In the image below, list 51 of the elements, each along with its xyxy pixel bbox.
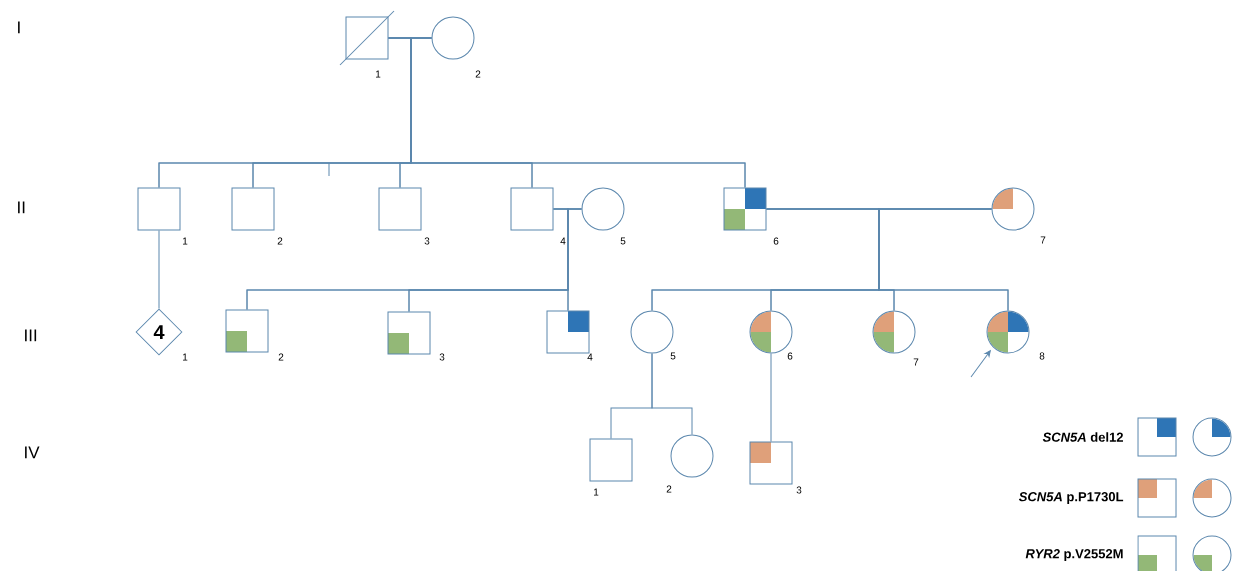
individual-number: 7	[1040, 236, 1046, 244]
male-symbol	[510, 187, 554, 231]
legend-text: SCN5A p.P1730L	[1018, 492, 1124, 504]
male-symbol	[231, 187, 275, 231]
male-symbol	[589, 438, 633, 482]
generation-label: III	[25, 329, 37, 342]
male-symbol	[378, 187, 422, 231]
female-symbol	[431, 16, 475, 60]
female-symbol	[670, 434, 714, 478]
female-symbol	[749, 310, 793, 354]
individual-number: 3	[439, 353, 445, 361]
individual-number: 3	[796, 486, 802, 494]
individual-number: 7	[913, 358, 919, 366]
male-symbol	[546, 310, 590, 354]
female-symbol	[872, 310, 916, 354]
individual-number: 1	[183, 353, 188, 361]
male-symbol	[387, 311, 431, 355]
individual-number: 4	[587, 353, 593, 361]
proband-arrow	[970, 350, 991, 378]
individual-number: 4	[560, 237, 566, 245]
individual-number: 6	[773, 237, 779, 245]
individual-number: 8	[1039, 352, 1045, 360]
female-symbol	[581, 187, 625, 231]
individual-number: 1	[183, 237, 188, 245]
generation-label: IV	[25, 446, 40, 459]
individual-number: 3	[424, 237, 430, 245]
individual-number: 5	[670, 352, 676, 360]
descent-line	[770, 353, 772, 442]
individual-number: 2	[666, 485, 672, 493]
male-symbol	[137, 187, 181, 231]
individual-number: 2	[278, 353, 284, 361]
generation-label: I	[18, 21, 20, 34]
female-symbol	[991, 187, 1035, 231]
male-symbol	[225, 309, 269, 353]
individual-number: 1	[376, 70, 381, 78]
descent-line	[158, 230, 160, 309]
legend-text: RYR2 p.V2552M	[1025, 549, 1123, 561]
male-symbol	[339, 10, 395, 66]
female-symbol	[986, 310, 1030, 354]
individual-number: 2	[277, 237, 283, 245]
generation-label: II	[18, 201, 25, 214]
male-symbol	[749, 441, 793, 485]
descent-line	[651, 353, 693, 435]
male-symbol	[723, 187, 767, 231]
individual-number: 5	[620, 237, 626, 245]
descent-line	[567, 208, 582, 311]
female-symbol	[630, 310, 674, 354]
individual-number: 6	[787, 352, 793, 360]
individual-number: 2	[475, 70, 481, 78]
individual-number: 1	[594, 488, 599, 496]
legend-text: SCN5A del12	[1042, 432, 1123, 442]
